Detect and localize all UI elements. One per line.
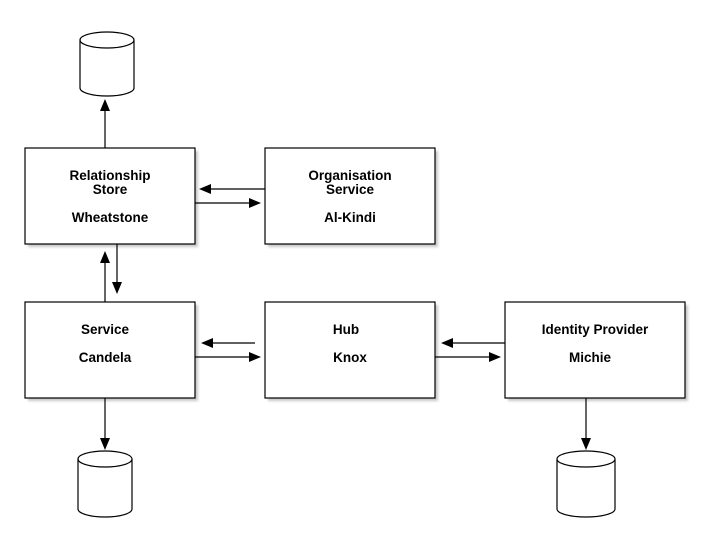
hub-name: Knox [333, 350, 367, 365]
arrow-org-to-store [199, 184, 265, 194]
database-bottom-right [556, 450, 616, 518]
arrow-service-to-store [100, 251, 110, 302]
arrow-service-to-db [100, 398, 110, 450]
arrow-store-to-org [195, 198, 261, 208]
organisation-service-name: Al-Kindi [324, 210, 376, 225]
identity-provider-box: Identity Provider Michie [504, 301, 688, 401]
hub-box: Hub Knox [264, 301, 438, 401]
relationship-store-title-2: Store [93, 182, 128, 197]
organisation-service-box: Organisation Service Al-Kindi [264, 147, 438, 247]
organisation-service-title-1: Organisation [308, 168, 391, 183]
relationship-store-title-1: Relationship [69, 168, 150, 183]
arrow-store-to-service [112, 244, 122, 294]
service-name: Candela [79, 350, 132, 365]
organisation-service-title-2: Service [326, 182, 375, 197]
database-top [79, 31, 135, 97]
arrow-idp-to-db [581, 398, 591, 450]
arrow-service-to-hub [195, 352, 261, 362]
relationship-store-box: Relationship Store Wheatstone [24, 147, 198, 247]
arrow-idp-to-hub [441, 338, 505, 348]
arrow-store-to-db [100, 99, 110, 148]
hub-title: Hub [333, 322, 359, 337]
arrow-hub-to-service [201, 338, 255, 348]
relationship-store-name: Wheatstone [72, 210, 149, 225]
service-box: Service Candela [24, 301, 198, 401]
identity-provider-title: Identity Provider [542, 322, 649, 337]
service-title: Service [81, 322, 130, 337]
identity-provider-name: Michie [569, 350, 612, 365]
database-bottom-left [77, 450, 133, 518]
arrow-hub-to-idp [435, 352, 501, 362]
